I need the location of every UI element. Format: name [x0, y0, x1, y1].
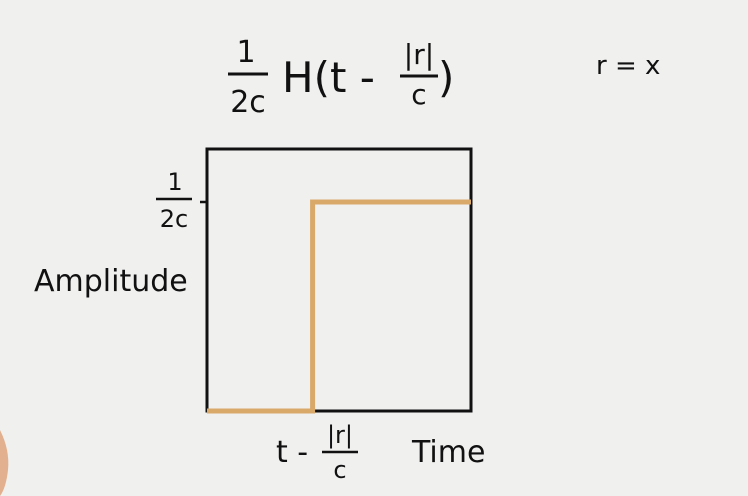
formula: 1 2c H(t - |r| c ) — [228, 35, 454, 120]
step-function-line — [207, 199, 471, 414]
hand-finger — [0, 430, 9, 496]
x-tick-numerator: |r| — [327, 421, 353, 449]
formula-close-paren: ) — [438, 53, 454, 102]
y-tick-numerator: 1 — [167, 168, 182, 196]
formula-inner-numerator: |r| — [404, 38, 434, 71]
formula-fraction-numerator: 1 — [236, 35, 255, 70]
note-r-equals-x: r = x — [596, 51, 660, 81]
y-axis-label: Amplitude — [34, 264, 188, 299]
chart-frame — [205, 147, 473, 413]
x-tick-prefix: t - — [276, 435, 308, 470]
formula-fraction-denominator: 2c — [230, 85, 266, 120]
x-axis-label: Time — [411, 435, 485, 470]
formula-inner-denominator: c — [411, 78, 426, 111]
x-tick-denominator: c — [333, 456, 346, 484]
y-tick-denominator: 2c — [160, 205, 188, 233]
formula-function: H(t - — [282, 53, 375, 102]
x-tick-label: t - |r| c — [276, 421, 358, 484]
